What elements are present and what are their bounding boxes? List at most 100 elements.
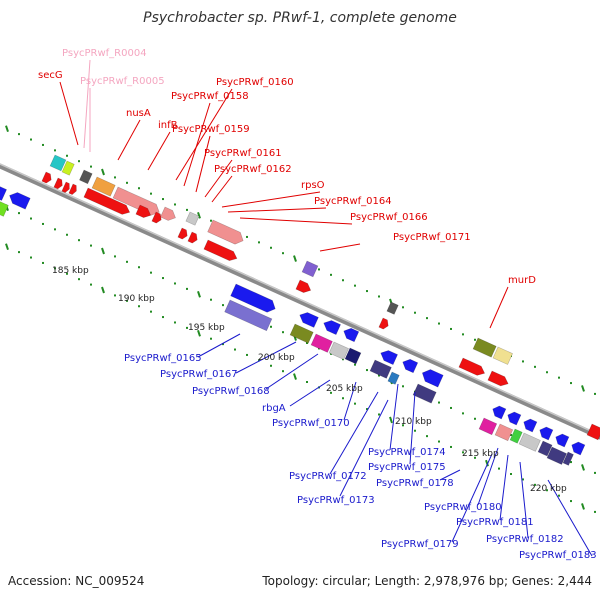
scale-dot bbox=[402, 306, 404, 309]
forward-gene-arrow bbox=[177, 227, 188, 240]
reverse-gene-arrow bbox=[343, 327, 360, 343]
scale-tick-mark bbox=[197, 290, 201, 298]
scale-tick-mark bbox=[101, 286, 105, 294]
gene-label-forward: PsycPRwf_0162 bbox=[214, 164, 292, 175]
scale-dot bbox=[570, 461, 572, 464]
scale-dot bbox=[114, 176, 116, 179]
reverse-gene-arrow bbox=[402, 358, 419, 374]
scale-dot bbox=[270, 246, 272, 249]
scale-dot bbox=[594, 510, 596, 513]
forward-gene-arrow bbox=[41, 171, 52, 184]
scale-dot bbox=[438, 322, 440, 325]
scale-dot bbox=[330, 352, 332, 355]
forward-gene-arrow bbox=[487, 370, 509, 387]
forward-gene-arrow bbox=[151, 211, 162, 224]
scale-dot bbox=[150, 310, 152, 313]
scale-dot bbox=[126, 181, 128, 184]
gene-label-forward: rpsO bbox=[301, 180, 325, 191]
label-leader-line bbox=[197, 333, 241, 358]
gene-label-forward: PsycPRwf_0161 bbox=[204, 148, 282, 159]
reverse-gene-arrow bbox=[571, 441, 586, 456]
scale-dot bbox=[186, 326, 188, 329]
scale-tick-mark bbox=[197, 329, 201, 337]
scale-dot bbox=[42, 261, 44, 264]
gene-label-reverse: PsycPRwf_0179 bbox=[381, 539, 459, 550]
label-leader-line bbox=[227, 207, 327, 213]
scale-tick-label: 185 kbp bbox=[52, 266, 89, 276]
gene-label-reverse: PsycPRwf_0172 bbox=[289, 471, 367, 482]
scale-dot bbox=[66, 272, 68, 275]
scale-dot bbox=[18, 251, 20, 254]
gene-feature-navy bbox=[344, 347, 362, 365]
scale-dot bbox=[66, 154, 68, 157]
forward-gene-arrow bbox=[61, 181, 70, 193]
gene-label-reverse: PsycPRwf_0180 bbox=[424, 502, 502, 513]
reverse-gene-arrow bbox=[555, 433, 570, 448]
gene-label-forward: PsycPRwf_0166 bbox=[350, 212, 428, 223]
gene-label-forward: PsycPRwf_0160 bbox=[216, 77, 294, 88]
scale-dot bbox=[126, 260, 128, 263]
scale-dot bbox=[114, 294, 116, 297]
label-leader-line bbox=[204, 159, 233, 198]
label-leader-line bbox=[409, 391, 416, 465]
scale-dot bbox=[270, 325, 272, 328]
scale-dot bbox=[570, 500, 572, 503]
label-leader-line bbox=[489, 286, 509, 329]
gene-label-forward: nusA bbox=[126, 108, 151, 119]
gene-feature-grey bbox=[185, 211, 200, 226]
scale-dot bbox=[462, 333, 464, 336]
scale-dot bbox=[162, 277, 164, 280]
forward-gene-arrow bbox=[295, 279, 312, 293]
label-leader-line bbox=[519, 461, 529, 539]
label-leader-line bbox=[319, 243, 361, 252]
accession-text: Accession: NC_009524 bbox=[8, 574, 144, 588]
scale-dot bbox=[378, 295, 380, 298]
gene-feature-purple bbox=[301, 260, 319, 278]
scale-dot bbox=[30, 256, 32, 259]
label-leader-line bbox=[289, 379, 331, 407]
label-leader-line bbox=[175, 88, 233, 181]
scale-dot bbox=[210, 337, 212, 340]
gene-label-forward: infB bbox=[158, 120, 178, 131]
gene-feature-indigo bbox=[546, 446, 567, 465]
scale-dot bbox=[42, 143, 44, 146]
scale-dot bbox=[462, 451, 464, 454]
scale-dot bbox=[90, 244, 92, 247]
scale-dot bbox=[186, 287, 188, 290]
scale-dot bbox=[18, 212, 20, 215]
scale-dot bbox=[258, 359, 260, 362]
scale-dot bbox=[474, 338, 476, 341]
gene-feature-lavender bbox=[224, 299, 273, 332]
scale-dot bbox=[54, 267, 56, 270]
label-leader-line bbox=[117, 119, 141, 161]
scale-tick-mark bbox=[5, 243, 9, 251]
scale-dot bbox=[42, 222, 44, 225]
scale-dot bbox=[30, 138, 32, 141]
scale-dot bbox=[498, 467, 500, 470]
scale-dot bbox=[342, 397, 344, 400]
scale-dot bbox=[306, 381, 308, 384]
scale-tick-mark bbox=[389, 416, 393, 424]
label-leader-line bbox=[195, 135, 211, 193]
gene-feature-salmon bbox=[494, 423, 514, 442]
scale-dot bbox=[558, 376, 560, 379]
scale-dot bbox=[438, 401, 440, 404]
scale-tick-mark bbox=[581, 385, 585, 392]
reverse-gene-arrow bbox=[230, 283, 276, 313]
gene-label-reverse: PsycPRwf_0168 bbox=[192, 386, 270, 397]
scale-dot bbox=[354, 363, 356, 366]
scale-dot bbox=[534, 365, 536, 368]
scale-dot bbox=[78, 239, 80, 242]
scale-dot bbox=[162, 198, 164, 201]
scale-tick-mark bbox=[197, 211, 201, 219]
gene-feature-grey bbox=[518, 432, 541, 452]
gene-features bbox=[0, 154, 600, 466]
scale-dot bbox=[378, 374, 380, 377]
scale-dot bbox=[318, 268, 320, 271]
scale-dot bbox=[258, 241, 260, 244]
scale-dot bbox=[522, 360, 524, 363]
gene-label-reverse: PsycPRwf_0183 bbox=[519, 550, 597, 561]
forward-gene-arrow bbox=[586, 423, 600, 441]
scale-dot bbox=[366, 408, 368, 411]
